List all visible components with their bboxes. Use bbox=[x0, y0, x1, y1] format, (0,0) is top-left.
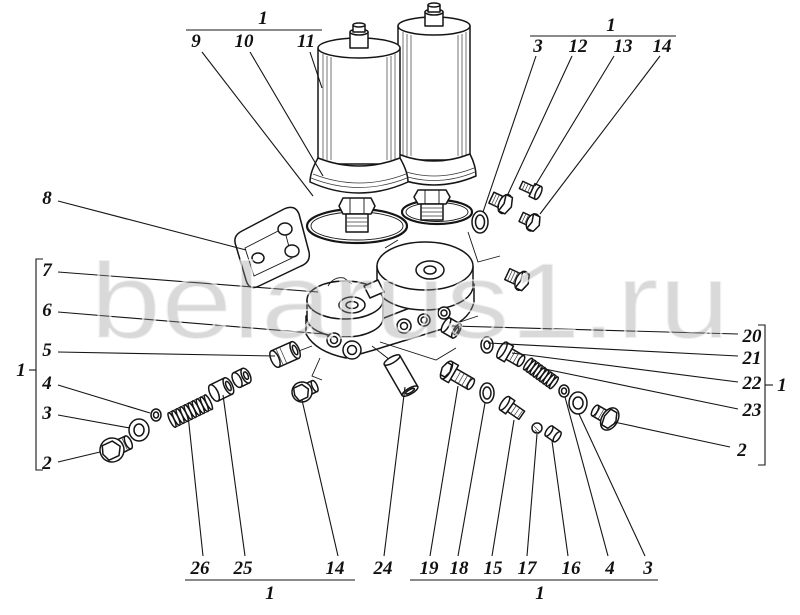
callout-group-top-right: 1 bbox=[606, 15, 616, 36]
callout-24: 24 bbox=[373, 558, 393, 579]
callout-9: 9 bbox=[191, 31, 201, 52]
washer-center bbox=[479, 382, 495, 404]
spring-right bbox=[522, 357, 560, 390]
callout-16: 16 bbox=[562, 558, 582, 579]
air-bleed-bolt bbox=[518, 180, 543, 201]
callout-3-left: 3 bbox=[41, 403, 52, 424]
callout-2-left: 2 bbox=[41, 453, 52, 474]
callout-group-bottom-right: 1 bbox=[535, 583, 545, 604]
housing-ports bbox=[326, 306, 451, 360]
callout-15: 15 bbox=[484, 558, 504, 579]
callout-group-bottom-left: 1 bbox=[265, 583, 275, 604]
callout-4-bottom: 4 bbox=[604, 558, 615, 579]
bolt-small bbox=[498, 395, 526, 421]
valve-plunger bbox=[496, 341, 526, 368]
ring-right-lower bbox=[558, 384, 570, 398]
callout-21: 21 bbox=[742, 348, 762, 369]
callout-3-top: 3 bbox=[532, 36, 543, 57]
filter-canister-left bbox=[309, 22, 409, 194]
filter-canister-right bbox=[391, 2, 477, 186]
leader-lines bbox=[29, 29, 773, 581]
callout-group-top-left: 1 bbox=[258, 8, 268, 29]
callout-25: 25 bbox=[233, 558, 254, 579]
sealing-ring-upper bbox=[471, 210, 489, 234]
callout-group-left: 1 bbox=[16, 360, 26, 381]
callout-6: 6 bbox=[42, 300, 52, 321]
canister-right-stem bbox=[400, 189, 474, 226]
bypass-valve bbox=[269, 340, 302, 369]
housing-head-left bbox=[306, 280, 384, 338]
ball-seat bbox=[544, 425, 562, 443]
ring-right bbox=[480, 336, 494, 354]
callout-11: 11 bbox=[297, 31, 315, 52]
callout-7: 7 bbox=[42, 260, 53, 281]
canister-left-stem bbox=[305, 197, 409, 245]
callout-5: 5 bbox=[42, 340, 52, 361]
plug-lower bbox=[291, 379, 319, 403]
callout-20: 20 bbox=[742, 326, 763, 347]
plug-left bbox=[99, 435, 134, 463]
callout-18: 18 bbox=[450, 558, 470, 579]
callout-3-bottom: 3 bbox=[642, 558, 653, 579]
banjo-bolt bbox=[439, 360, 476, 391]
callout-group-right: 1 bbox=[777, 375, 787, 396]
callout-13: 13 bbox=[614, 36, 633, 57]
washer-right bbox=[568, 391, 588, 415]
gasket bbox=[234, 206, 311, 289]
spring-cup bbox=[207, 376, 235, 403]
plug-right bbox=[590, 404, 620, 431]
callout-4-left: 4 bbox=[41, 373, 52, 394]
housing-rib bbox=[363, 279, 385, 299]
callout-14-top: 14 bbox=[653, 36, 672, 57]
check-ball bbox=[531, 422, 543, 435]
union-fitting-upper bbox=[488, 191, 514, 215]
valve-body-fitting bbox=[440, 317, 462, 339]
union-fitting-side bbox=[504, 267, 530, 292]
callout-14-bottom: 14 bbox=[326, 558, 345, 579]
callout-10: 10 bbox=[235, 31, 255, 52]
washer-left bbox=[128, 418, 150, 442]
spring-left bbox=[167, 393, 214, 429]
callout-2-right: 2 bbox=[736, 440, 747, 461]
callout-12: 12 bbox=[569, 36, 589, 57]
watermark-text: belarus1.ru bbox=[90, 240, 730, 361]
callout-22: 22 bbox=[742, 373, 763, 394]
callout-17: 17 bbox=[518, 558, 539, 579]
valve-seat-ring bbox=[231, 367, 252, 389]
callout-26: 26 bbox=[190, 558, 211, 579]
assembly-lines bbox=[295, 231, 501, 381]
callout-8: 8 bbox=[42, 188, 52, 209]
callout-labels: 1 9 10 11 1 3 12 13 14 8 1 7 6 5 4 3 2 2… bbox=[16, 8, 787, 604]
ring-left bbox=[150, 408, 162, 422]
union-fitting-right bbox=[518, 211, 541, 233]
sleeve bbox=[383, 354, 419, 398]
callout-23: 23 bbox=[742, 400, 762, 421]
housing-head-right bbox=[376, 241, 474, 311]
callout-19: 19 bbox=[420, 558, 440, 579]
filter-housing-body bbox=[305, 241, 475, 360]
